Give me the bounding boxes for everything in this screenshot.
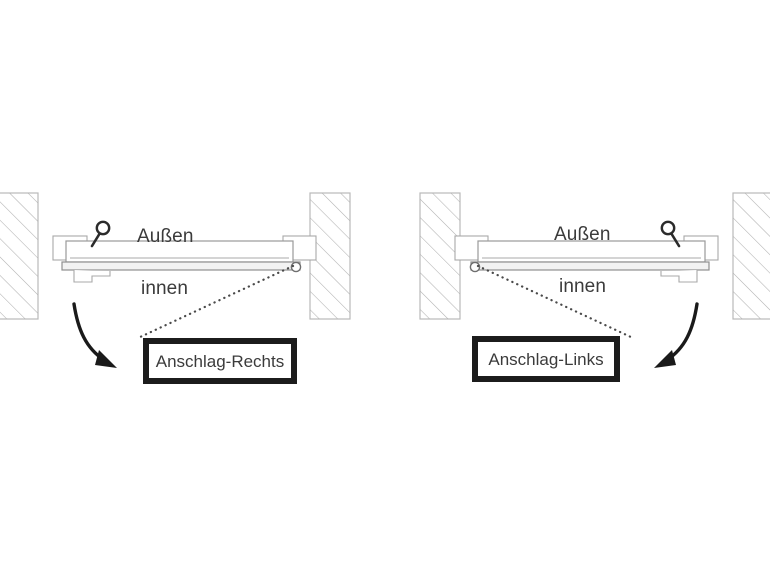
swing-arrow-icon [654,302,699,368]
latch-bracket [660,270,698,283]
panel-anschlag-rechts: Außen innen Anschlag-Rechts [0,192,351,384]
panel-anschlag-links: Außen innen Anschlag-Links [419,192,770,382]
callout-anschlag-rechts[interactable]: Anschlag-Rechts [143,338,297,384]
wall-hatch-icon [732,192,770,320]
outside-label: Außen [137,226,193,247]
leader-line-icon [476,264,635,340]
wall-hatch-icon [419,192,461,320]
latch-bracket [73,270,111,283]
swing-arrow-icon [72,302,117,368]
outside-label: Außen [554,224,610,245]
callout-label: Anschlag-Rechts [156,352,285,371]
inside-label: innen [141,278,188,299]
inside-label: innen [559,276,606,297]
threshold-sill [61,261,301,271]
callout-anschlag-links[interactable]: Anschlag-Links [472,336,620,382]
wall-hatch-icon [309,192,351,320]
leader-line-icon [136,264,295,340]
door-handle-icon [90,220,111,248]
hinge-pivot-icon [290,261,302,273]
door-handle-icon [660,220,681,248]
threshold-sill [470,261,710,271]
wall-hatch-icon [0,192,39,320]
hinge-pivot-icon [469,261,481,273]
callout-label: Anschlag-Links [488,350,603,369]
